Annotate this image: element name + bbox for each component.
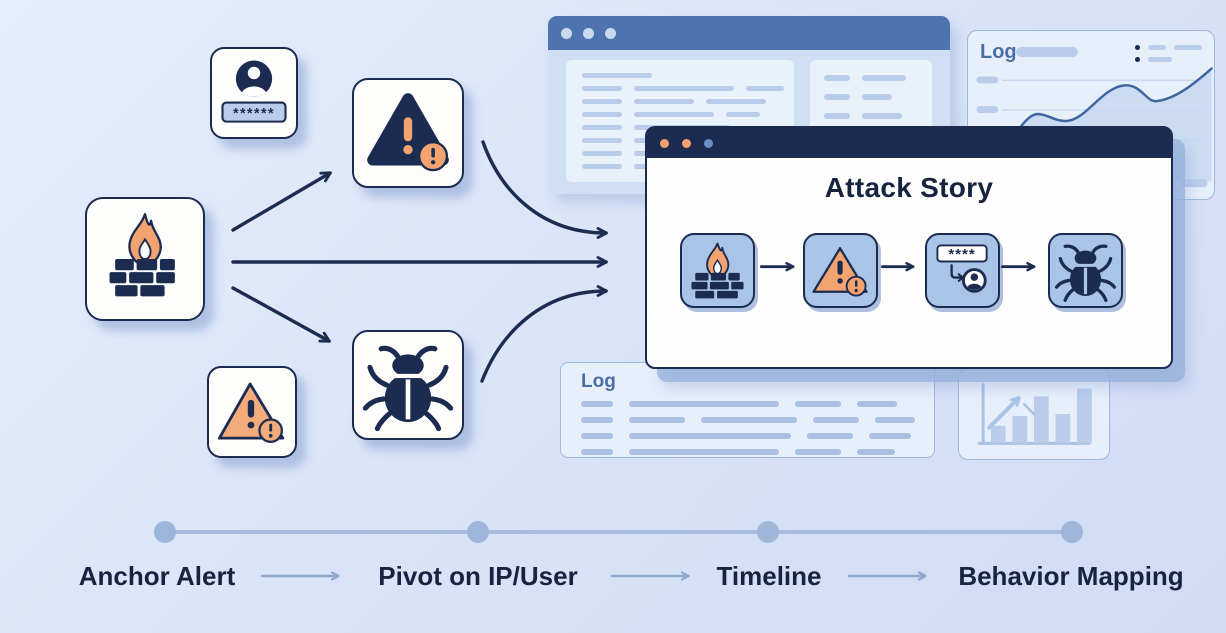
log-table-window: Log	[560, 362, 935, 458]
placeholder-line	[746, 86, 784, 91]
attack-story-window: Attack Story	[645, 126, 1173, 369]
warning-triangle-icon	[367, 93, 449, 172]
timeline-track	[154, 521, 1083, 543]
timeline-step-anchor-alert: Anchor Alert	[78, 561, 236, 591]
placeholder-line	[581, 401, 613, 407]
small-warning-card	[207, 366, 297, 458]
growth-bar-chart-icon	[977, 383, 1092, 445]
firewall-icon	[691, 242, 744, 299]
timeline-step-pivot: Pivot on IP/User	[378, 561, 578, 591]
traffic-light-icon	[704, 138, 713, 148]
placeholder-line	[813, 417, 859, 423]
placeholder-line	[795, 449, 841, 455]
placeholder-line	[581, 417, 613, 423]
placeholder-line	[795, 401, 841, 407]
arrow-firewall-to-warning	[231, 171, 332, 232]
bar-chart-panel	[958, 368, 1110, 460]
placeholder-line	[582, 73, 652, 78]
placeholder-line	[862, 94, 892, 100]
attack-story-title-bar	[647, 128, 1171, 158]
placeholder-line	[807, 433, 853, 439]
timeline-dot	[1061, 521, 1083, 543]
placeholder-line	[634, 86, 734, 91]
attack-story-title: Attack Story	[824, 172, 994, 203]
placeholder-line	[581, 449, 613, 455]
traffic-light-icon	[561, 27, 572, 39]
warning-card	[352, 78, 464, 188]
window-title-bar	[548, 16, 950, 50]
placeholder-line	[1148, 57, 1172, 62]
placeholder-line	[634, 99, 694, 104]
timeline-step-behavior-mapping: Behavior Mapping	[958, 561, 1184, 591]
password-mask: ****	[948, 246, 975, 263]
placeholder-line	[582, 112, 622, 117]
attack-step-malware	[1048, 233, 1123, 308]
placeholder-line	[726, 112, 760, 117]
placeholder-line	[629, 449, 779, 455]
bug-icon	[362, 345, 454, 432]
user-credentials-icon: ******	[221, 60, 287, 123]
bullet-dot	[1135, 45, 1140, 50]
credential-card: ******	[210, 47, 298, 139]
placeholder-line	[629, 433, 791, 439]
placeholder-line	[582, 125, 622, 130]
log-window-label: Log	[980, 41, 1017, 63]
arrow-firewall-to-bug	[231, 286, 331, 343]
placeholder-line	[629, 417, 685, 423]
placeholder-line	[582, 164, 622, 169]
placeholder-line	[706, 99, 766, 104]
traffic-light-icon	[660, 138, 669, 148]
attack-step-credential-pivot: ****	[925, 233, 1000, 308]
placeholder-line	[582, 151, 622, 156]
placeholder-line	[629, 401, 779, 407]
timeline-dot	[467, 521, 489, 543]
attack-step-arrows	[759, 262, 1036, 272]
placeholder-line	[824, 75, 850, 81]
bug-icon	[1054, 244, 1117, 302]
timeline-step-timeline: Timeline	[716, 561, 822, 591]
placeholder-line	[582, 99, 622, 104]
traffic-light-icon	[682, 138, 691, 148]
timeline-dot	[757, 521, 779, 543]
placeholder-line	[824, 113, 850, 119]
placeholder-line	[862, 75, 906, 81]
placeholder-line	[869, 433, 911, 439]
placeholder-line	[1148, 45, 1166, 50]
timeline-dot	[154, 521, 176, 543]
warning-triangle-icon	[812, 247, 868, 297]
placeholder-title-bar	[1016, 47, 1078, 57]
placeholder-line	[857, 401, 897, 407]
placeholder-line	[857, 449, 895, 455]
placeholder-line	[1174, 45, 1202, 50]
placeholder-line	[581, 433, 613, 439]
password-mask: ******	[233, 106, 275, 122]
placeholder-line	[634, 112, 714, 117]
bullet-dot	[1135, 57, 1140, 62]
legend-lines	[1135, 45, 1202, 69]
log-window-label: Log	[581, 371, 616, 392]
placeholder-line	[701, 417, 797, 423]
small-warning-triangle-icon	[217, 382, 285, 443]
placeholder-line	[582, 138, 622, 143]
placeholder-line	[824, 94, 850, 100]
traffic-light-icon	[583, 27, 594, 39]
credential-pivot-icon: ****	[936, 244, 988, 293]
attack-step-warning	[803, 233, 878, 308]
log-lines	[581, 401, 915, 465]
firewall-card	[85, 197, 205, 321]
bug-card	[352, 330, 464, 440]
traffic-light-icon	[605, 27, 616, 39]
attack-step-firewall	[680, 233, 755, 308]
firewall-icon	[109, 213, 175, 297]
placeholder-line	[582, 86, 622, 91]
placeholder-line	[862, 113, 902, 119]
placeholder-line	[875, 417, 915, 423]
